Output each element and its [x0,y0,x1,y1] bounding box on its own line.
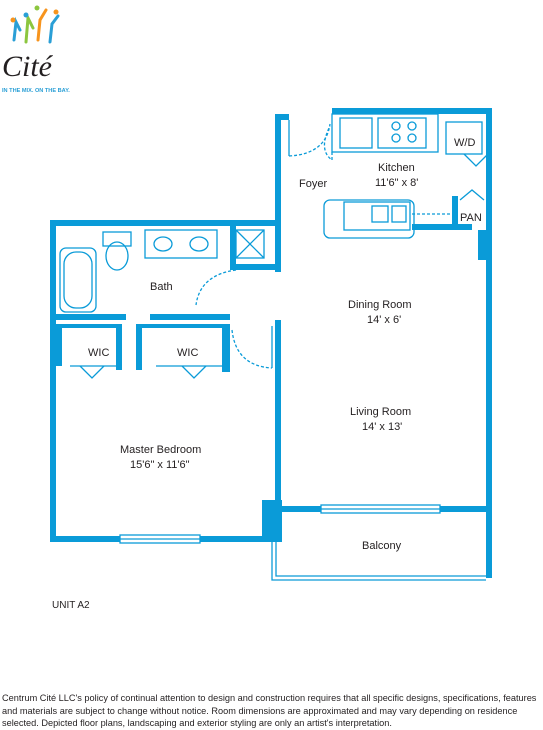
wic-label-2: WIC [177,347,198,359]
walls [50,108,492,578]
kitchen-dimensions: 11'6" x 8' [375,177,418,189]
living-dimensions: 14' x 13' [362,421,402,433]
logo-tagline: IN THE MIX. ON THE BAY. [2,88,70,94]
master-label: Master Bedroom [120,444,201,456]
logo-figures-icon [10,5,60,44]
dining-dimensions: 14' x 6' [367,314,401,326]
cite-logo: Cité IN THE MIX. ON THE BAY. [2,5,70,94]
disclaimer-text: Centrum Cité LLC's policy of continual a… [2,693,537,728]
foyer-label: Foyer [299,178,327,190]
fixtures [59,113,489,581]
bath-label: Bath [150,281,173,293]
master-dimensions: 15'6" x 11'6" [130,459,190,471]
pan-label: PAN [460,212,482,224]
wd-label: W/D [454,137,475,149]
living-label: Living Room [350,406,411,418]
kitchen-label: Kitchen [378,162,415,174]
dining-label: Dining Room [348,299,412,311]
unit-label: UNIT A2 [52,600,90,611]
wic-label-1: WIC [88,347,109,359]
logo-wordmark: Cité [2,50,54,83]
balcony-label: Balcony [362,540,402,552]
